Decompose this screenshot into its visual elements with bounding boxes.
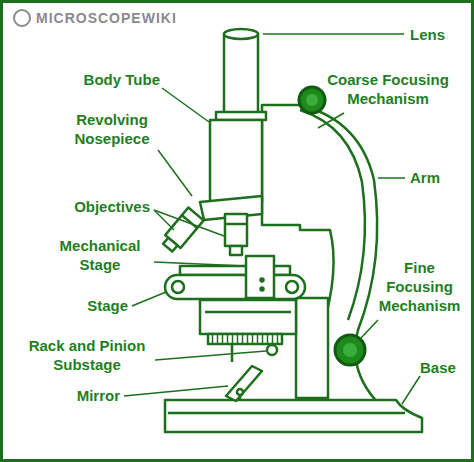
part-label: Rack and Pinion Substage <box>22 336 152 374</box>
base <box>165 400 422 432</box>
leader-line <box>154 210 224 236</box>
part-label: Base <box>420 358 468 377</box>
lens <box>224 29 258 39</box>
pinion <box>267 345 277 355</box>
knob-highlight <box>343 343 357 357</box>
stage-screw <box>172 281 184 293</box>
leader-line <box>378 177 405 179</box>
leader-line <box>132 292 166 306</box>
pillar <box>296 298 328 398</box>
arm <box>262 105 395 418</box>
objective <box>225 214 247 246</box>
fine-knob <box>335 335 365 365</box>
watermark-logo: MICROSCOPEWIKI <box>36 9 206 28</box>
leader-line <box>402 376 420 404</box>
substage-line <box>205 311 291 314</box>
mechanical-stage <box>246 256 274 298</box>
objective-ring <box>225 223 247 226</box>
knob-highlight <box>306 94 318 106</box>
part-label: Lens <box>410 25 466 44</box>
objective-tip <box>163 238 177 252</box>
part-label: Mirror <box>40 386 120 405</box>
logo-icon <box>14 10 30 26</box>
part-label: Revolving Nosepiece <box>62 110 162 148</box>
part-label: Fine Focusing Mechanism <box>372 258 467 315</box>
mirror <box>226 366 262 401</box>
part-label: Stage <box>40 296 128 315</box>
substage <box>200 300 296 334</box>
leader-line <box>263 33 404 35</box>
eyepiece <box>224 34 258 114</box>
part-label: Arm <box>410 168 466 187</box>
objective-tip <box>230 246 242 255</box>
stage-dot <box>261 279 264 282</box>
leader-line <box>318 113 344 128</box>
part-label: Body Tube <box>40 70 160 89</box>
leader-line <box>124 386 228 396</box>
part-label: Mechanical Stage <box>50 236 150 274</box>
stage-screw <box>286 281 298 293</box>
leader-line <box>155 351 266 360</box>
coarse-knob <box>299 87 325 113</box>
stage <box>165 275 305 299</box>
leader-line <box>158 150 192 196</box>
leader-line <box>361 320 378 338</box>
body-tube <box>210 120 262 202</box>
part-label: Coarse Focusing Mechanism <box>318 70 458 108</box>
leader-line <box>162 88 209 122</box>
rack-and-pinion <box>208 334 282 344</box>
part-label: Objectives <box>40 197 150 216</box>
arm-edge <box>300 110 365 320</box>
leader-line <box>154 262 245 266</box>
base-edge <box>168 412 405 415</box>
stage-dot <box>261 288 264 291</box>
mirror-pivot <box>237 389 243 395</box>
